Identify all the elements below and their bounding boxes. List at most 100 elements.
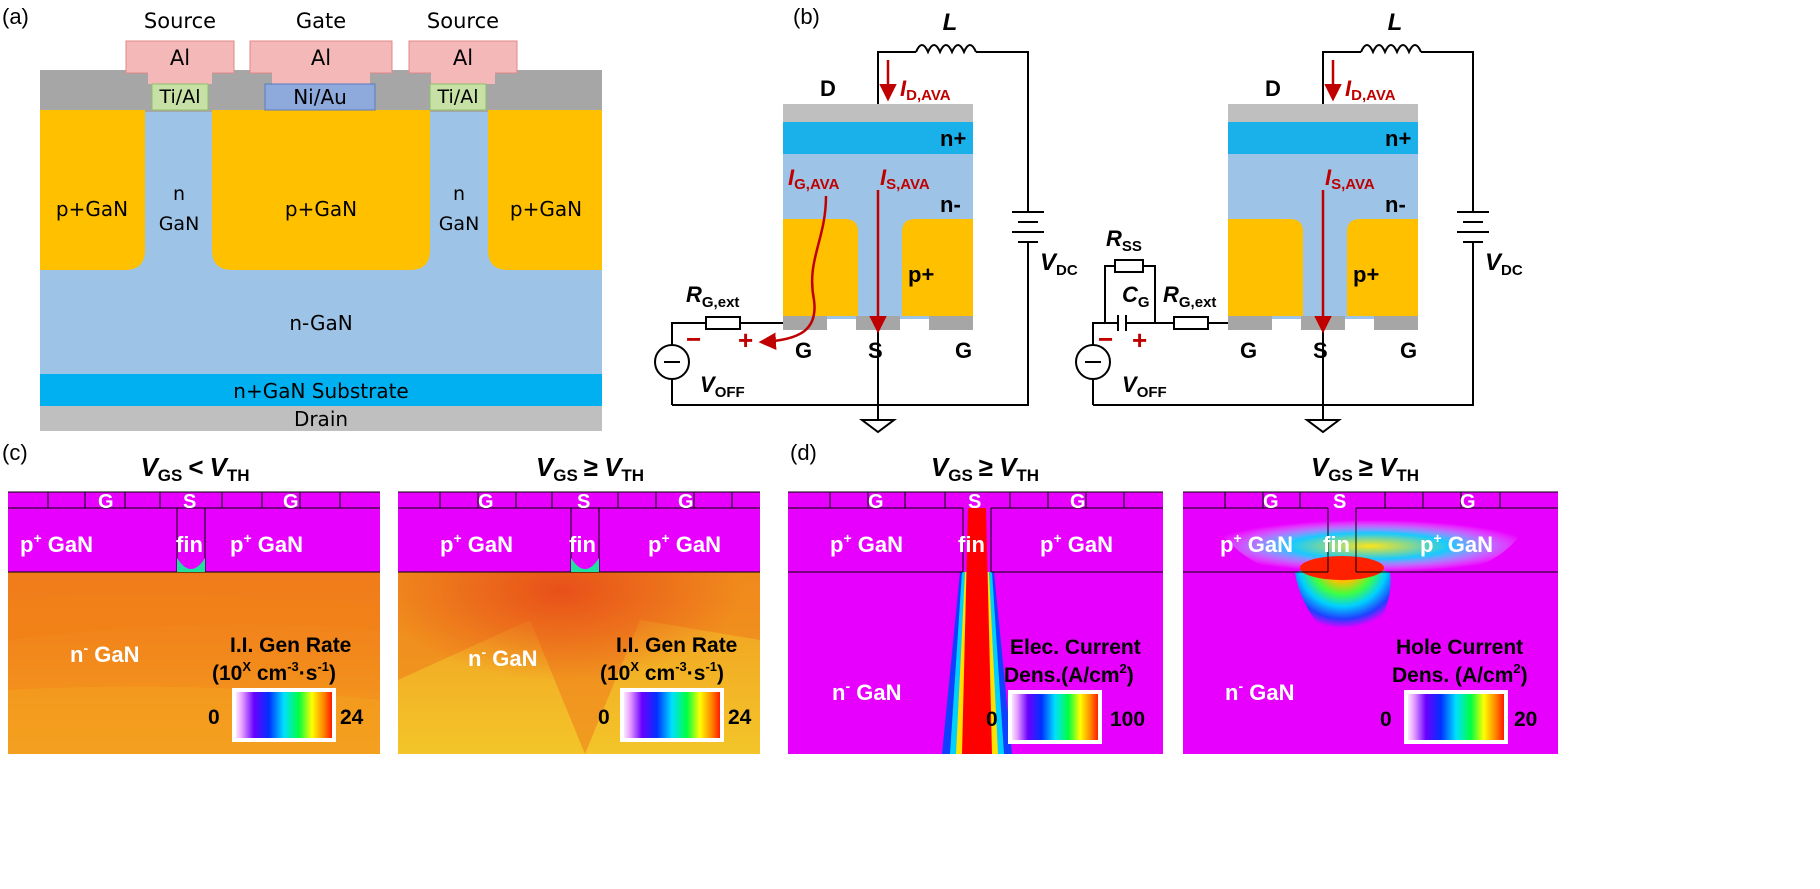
gate-G-right-1: G <box>1240 338 1257 363</box>
minus-right: − <box>1098 324 1113 354</box>
gate-G-left-2: G <box>955 338 972 363</box>
sim2 <box>398 491 760 754</box>
nplus-right: n+ <box>1385 126 1411 151</box>
inductor-L-left: L <box>943 9 958 36</box>
plus-right: + <box>1132 325 1147 355</box>
n-gan-label: n-GaN <box>289 311 352 335</box>
sim1-fin: fin <box>176 532 203 557</box>
sim1-pgan-right: p+ GaN <box>230 530 303 557</box>
plus-left: + <box>738 325 753 355</box>
sim1-G-right: G <box>283 491 299 513</box>
drain-layer <box>40 405 602 431</box>
sim2-pgan-right: p+ GaN <box>648 530 721 557</box>
nminus-left: n- <box>940 192 961 217</box>
tial-right <box>429 83 487 111</box>
sim3-pgan-right: p+ GaN <box>1040 530 1113 557</box>
fin-left-n: n <box>173 183 185 205</box>
sim4-cb-max: 20 <box>1514 708 1537 731</box>
sim1-cb-min: 0 <box>208 706 220 729</box>
sim3-cb-max: 100 <box>1110 708 1145 731</box>
panel-d-tag: (d) <box>790 440 817 465</box>
rgext-left: RG,ext <box>686 282 739 311</box>
sim4-G-right: G <box>1460 491 1476 513</box>
al-left <box>125 40 235 74</box>
is-ava-left: IS,AVA <box>880 165 930 193</box>
al-gate <box>249 40 393 74</box>
sim2-cb-max: 24 <box>728 706 752 729</box>
is-ava-right: IS,AVA <box>1325 165 1375 193</box>
drain-D-right: D <box>1265 76 1281 101</box>
sim4-G-left: G <box>1263 491 1279 513</box>
sim1-pgan-left: p+ GaN <box>20 530 93 557</box>
sim2-pgan-left: p+ GaN <box>440 530 513 557</box>
panel-a: (a) Source Gate Source Al Al Al Ti/Al Ni… <box>2 4 602 431</box>
sim3-pgan-left: p+ GaN <box>830 530 903 557</box>
sim4-pgan-right: p+ GaN <box>1420 530 1493 557</box>
sim1-colorbar <box>232 688 336 742</box>
substrate-label: n+GaN Substrate <box>233 379 408 403</box>
sim2-fin: fin <box>569 532 596 557</box>
sim3-S: S <box>968 491 981 513</box>
pplus-right: p+ <box>1353 262 1379 287</box>
vdc-right: VDC <box>1485 249 1523 279</box>
id-ava-left: ID,AVA <box>900 76 951 104</box>
p-gan-right <box>488 110 602 270</box>
minus-left: − <box>686 324 701 354</box>
sim4-S: S <box>1333 491 1346 513</box>
tial-left <box>151 83 209 111</box>
sim3-cb-min: 0 <box>986 708 998 731</box>
al-gate-label: Al <box>311 46 331 70</box>
sim1-S: S <box>183 491 196 513</box>
p-gan-mid-label: p+GaN <box>285 197 357 221</box>
al-left-label: Al <box>170 46 190 70</box>
sim4-ngan: n- GaN <box>1225 678 1294 705</box>
niau-gate <box>264 83 376 111</box>
substrate-layer <box>40 373 602 406</box>
sim2-colorbar <box>620 688 724 742</box>
p-gan-right-label: p+GaN <box>510 197 582 221</box>
sim2-G-left: G <box>478 491 494 513</box>
sim2-legend-l2: (10X cm-3·s-1) <box>600 659 724 685</box>
rgext-right: RG,ext <box>1163 282 1216 311</box>
voff-left: VOFF <box>700 372 745 401</box>
sim3-G-right: G <box>1070 491 1086 513</box>
sim2-title: VGS≥VTH <box>536 452 644 485</box>
sim3-legend-l1: Elec. Current <box>1010 636 1141 659</box>
sim4-legend-l2: Dens. (A/cm2) <box>1392 661 1528 687</box>
cg-label: CG <box>1122 282 1150 311</box>
source-S-right: S <box>1313 338 1328 363</box>
panel-a-tag: (a) <box>2 4 29 29</box>
sim2-G-right: G <box>678 491 694 513</box>
circuit-left <box>654 44 1044 434</box>
sim3-ngan: n- GaN <box>832 678 901 705</box>
sim4-fin: fin <box>1323 532 1350 557</box>
fin-right-n: n <box>453 183 465 205</box>
sim3-G-left: G <box>868 491 884 513</box>
sim2-S: S <box>577 491 590 513</box>
gate-G-left-1: G <box>795 338 812 363</box>
sim1-G-left: G <box>98 491 114 513</box>
sim1-cb-max: 24 <box>340 706 364 729</box>
sim3-legend-l2: Dens.(A/cm2) <box>1004 661 1134 687</box>
niau-label: Ni/Au <box>293 85 347 109</box>
sim1-legend-l1: I.I. Gen Rate <box>230 634 351 657</box>
tial-right-label: Ti/Al <box>437 86 479 108</box>
p-gan-middle <box>212 110 430 270</box>
tial-left-label: Ti/Al <box>159 86 201 108</box>
panel-c-tag: (c) <box>2 440 28 465</box>
sim4-colorbar <box>1404 690 1508 744</box>
gate-label: Gate <box>296 9 346 33</box>
sim1-legend-l2: (10X cm-3·s-1) <box>212 659 336 685</box>
p-gan-left <box>40 110 145 270</box>
nplus-left: n+ <box>940 126 966 151</box>
sim1-title: VGS<VTH <box>140 452 249 485</box>
voff-right: VOFF <box>1122 372 1167 401</box>
sim2-legend-l1: I.I. Gen Rate <box>616 634 737 657</box>
id-ava-right: ID,AVA <box>1345 76 1396 104</box>
circuit-right <box>1075 44 1489 434</box>
sim3-colorbar <box>1008 690 1102 744</box>
inductor-L-right: L <box>1388 9 1403 36</box>
fin-left-gan: GaN <box>159 213 200 235</box>
drain-label: Drain <box>294 407 348 431</box>
